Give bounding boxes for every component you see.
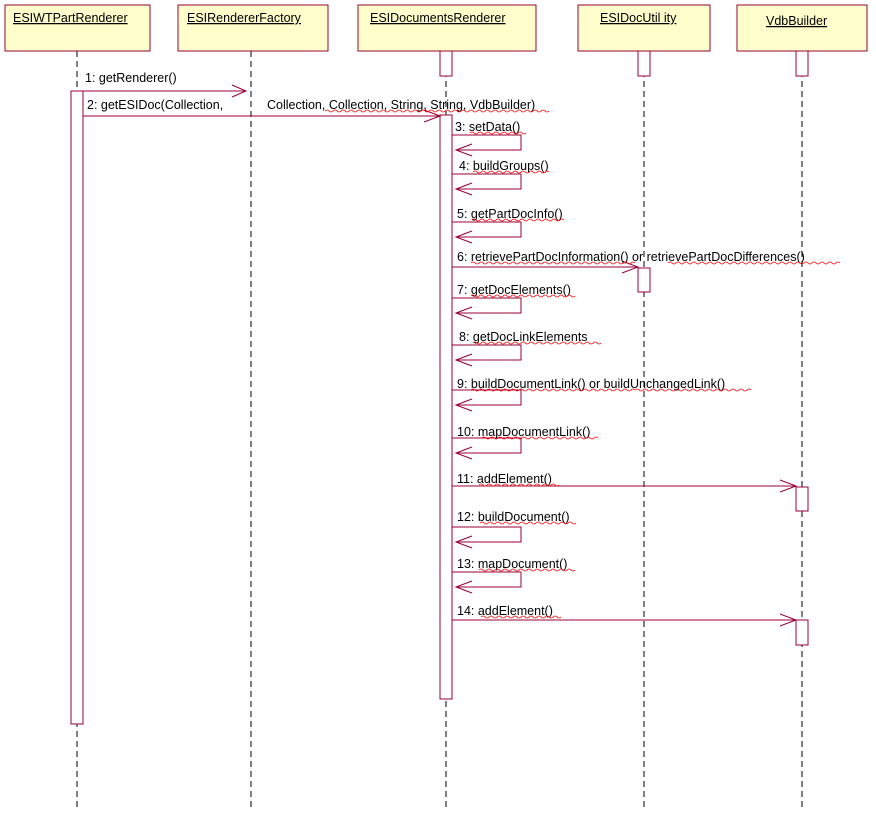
object-label: ESIWTPartRenderer [13, 11, 128, 25]
message-label: 1: getRenderer() [85, 71, 177, 85]
arrow-head-icon [454, 143, 473, 157]
message-label: 6: retrievePartDocInformation() or retri… [457, 250, 805, 264]
object-label: ESIDocUtil ity [600, 11, 677, 25]
message-5: 5: getPartDocInfo() [452, 207, 565, 244]
arrow-head-icon [779, 479, 798, 493]
arrow-head-icon [779, 613, 798, 627]
message-7: 7: getDocElements() [452, 283, 576, 320]
message-9: 9: buildDocumentLink() or buildUnchanged… [452, 377, 752, 412]
message-label: 5: getPartDocInfo() [457, 207, 563, 221]
object-esirendererfactory: ESIRendererFactory [177, 4, 329, 52]
object-label: ESIDocumentsRenderer [370, 11, 505, 25]
object-vdbbuilder: VdbBuilder [736, 4, 868, 52]
message-12: 12: buildDocument() [452, 510, 577, 549]
activation-vdbbuilder-top [795, 50, 809, 77]
object-esidocumentsrenderer: ESIDocumentsRenderer [357, 4, 537, 52]
arrow-head-icon [454, 398, 473, 412]
message-3: 3: setData() [452, 120, 527, 157]
activation-esidocutility-top [637, 50, 651, 77]
message-label: 4: buildGroups() [459, 159, 549, 173]
message-4: 4: buildGroups() [452, 159, 550, 196]
arrow-head-icon [454, 182, 473, 196]
message-10: 10: mapDocumentLink() [452, 425, 599, 460]
message-8: 8: getDocLinkElements [452, 330, 602, 367]
message-label: 10: mapDocumentLink() [457, 425, 590, 439]
object-esiwtpartrenderer: ESIWTPartRenderer [4, 4, 151, 52]
activation-vdbbuilder-1 [795, 486, 809, 512]
object-label: ESIRendererFactory [187, 11, 302, 25]
message-2: 2: getESIDoc(Collection, Collection, Col… [83, 98, 550, 123]
activation-esidocumentsrenderer [439, 114, 453, 700]
message-label: 11: addElement() [457, 472, 552, 486]
activation-esidocumentsrenderer-top [439, 50, 453, 77]
arrow-head-icon [454, 353, 473, 367]
message-label: 7: getDocElements() [457, 283, 571, 297]
message-label-continued: Collection, Collection, String, String, … [267, 98, 535, 112]
arrow-head-icon [423, 109, 442, 123]
message-14: 14: addElement() [452, 604, 798, 627]
arrow-head-icon [454, 306, 473, 320]
message-label: 12: buildDocument() [457, 510, 570, 524]
arrow-head-icon [454, 535, 473, 549]
message-label: 8: getDocLinkElements [459, 330, 588, 344]
message-label: 3: setData() [455, 120, 520, 134]
message-label: 13: mapDocument() [457, 557, 567, 571]
activation-vdbbuilder-2 [795, 619, 809, 646]
arrow-head-icon [454, 446, 473, 460]
arrow-head-icon [231, 84, 248, 98]
arrow-head-icon [454, 580, 473, 594]
object-esidocutility: ESIDocUtil ity [577, 4, 711, 52]
arrow-head-icon [454, 230, 473, 244]
message-11: 11: addElement() [452, 472, 798, 493]
message-13: 13: mapDocument() [452, 557, 576, 594]
object-label: VdbBuilder [766, 14, 827, 28]
message-label: 9: buildDocumentLink() or buildUnchanged… [457, 377, 725, 391]
message-label: 14: addElement() [457, 604, 553, 618]
activation-esidocutility [637, 267, 651, 293]
message-label: 2: getESIDoc(Collection, [87, 98, 223, 112]
message-6: 6: retrievePartDocInformation() or retri… [452, 250, 841, 274]
message-1: 1: getRenderer() [77, 71, 248, 98]
activation-esiwtpartrenderer [70, 90, 84, 725]
